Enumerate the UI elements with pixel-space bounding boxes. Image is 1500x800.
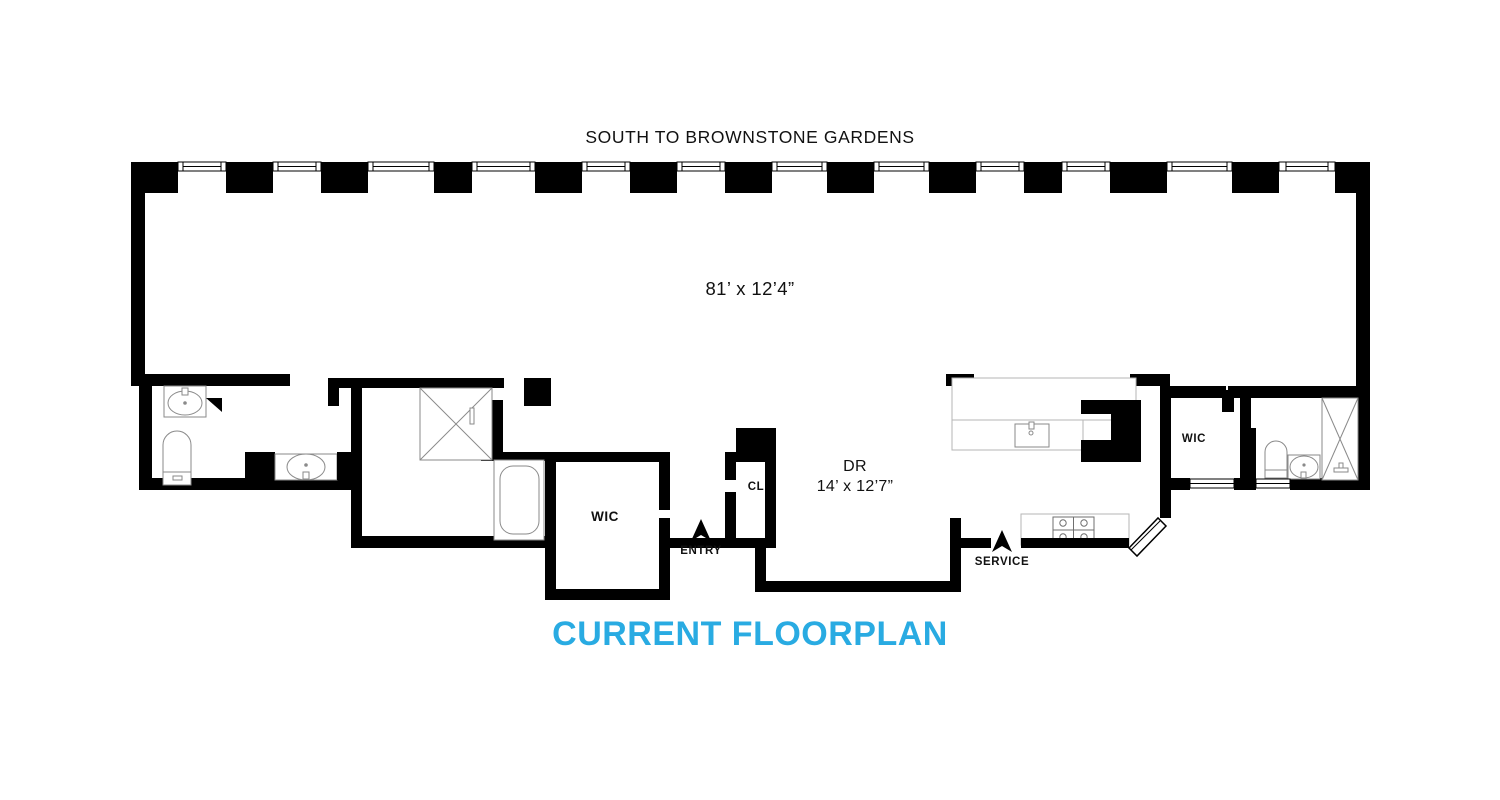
right-bathroom: [1255, 397, 1359, 489]
doorway-opening: [1189, 478, 1235, 489]
structural-column: [524, 378, 551, 406]
shower-icon: [1321, 397, 1359, 481]
top-window-wall: [131, 161, 1370, 193]
perimeter-walls: [131, 162, 1370, 490]
sink-icon: [1287, 454, 1321, 480]
main-room-dimension-label: 81’ x 12’4”: [705, 278, 795, 299]
walk-in-closet-right-walls: [1160, 386, 1256, 490]
sink-icon: [1014, 421, 1050, 448]
kitchen: [951, 377, 1171, 558]
walk-in-closet-left-label: WIC: [591, 509, 619, 524]
service-entry-label: SERVICE: [974, 556, 1030, 568]
interior-partitions-left: [245, 374, 551, 548]
toilet-icon: [162, 430, 192, 486]
door-swing: [206, 398, 222, 412]
entry-arrow-icon: [691, 519, 711, 541]
dining-room-walls: [755, 518, 991, 592]
service-arrow-icon: [992, 530, 1012, 552]
closet-label: CL: [747, 481, 765, 493]
sink-icon: [274, 453, 338, 481]
dining-room-name: DR: [843, 458, 867, 475]
bathtub-icon: [493, 459, 545, 541]
shower-icon: [419, 387, 493, 461]
sink-icon: [163, 385, 207, 418]
bath-partition: [337, 452, 351, 480]
walk-in-closet-left-walls: [545, 452, 704, 600]
window-openings: [177, 161, 1336, 172]
dining-room-dimension: 14’ x 12’7”: [816, 478, 894, 495]
plan-title: CURRENT FLOORPLAN: [552, 615, 948, 653]
left-bathroom: [162, 385, 351, 486]
walk-in-closet-right-label: WIC: [1181, 433, 1207, 445]
dining-room-label: DR 14’ x 12’7”: [775, 457, 935, 497]
bath-partition: [245, 452, 275, 480]
entry-label: ENTRY: [680, 545, 722, 557]
header-orientation-label: SOUTH TO BROWNSTONE GARDENS: [585, 127, 915, 147]
closet-walls: [700, 428, 776, 548]
toilet-icon: [1264, 440, 1288, 479]
service-door: [1127, 516, 1168, 558]
